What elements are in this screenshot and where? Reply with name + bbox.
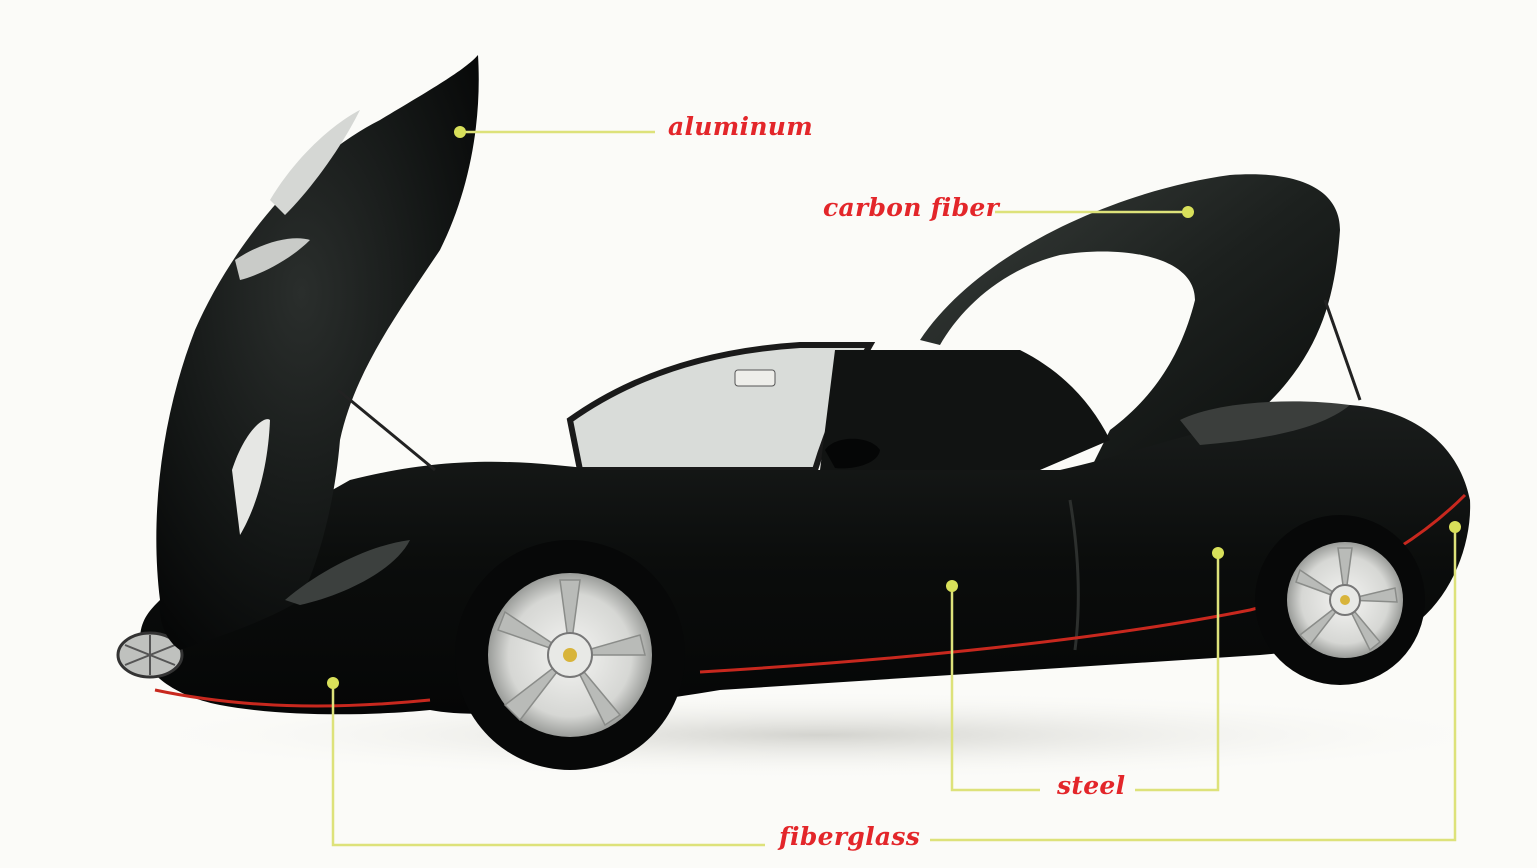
rear-wheel [1255, 515, 1425, 685]
marker-dot-steel-door-front [946, 580, 958, 592]
marker-dots [327, 126, 1461, 689]
marker-dot-aluminum [454, 126, 466, 138]
marker-dot-steel-door-rear [1212, 547, 1224, 559]
headlamp [285, 540, 410, 605]
engine-bay [1180, 401, 1350, 445]
marker-dot-carbon-fiber [1182, 206, 1194, 218]
leader-line-fiberglass-right [930, 527, 1457, 842]
canopy-strut [1323, 299, 1362, 401]
leader-lines [331, 130, 1457, 847]
marker-dot-fiberglass-rear [1449, 521, 1461, 533]
side-window [820, 350, 1110, 470]
hood-vent-lower [232, 419, 270, 535]
label-fiberglass: fiberglass [779, 822, 921, 851]
side-mirror [825, 438, 880, 469]
hood-strut [337, 388, 436, 472]
label-steel: steel [1057, 771, 1126, 800]
leader-line-steel-left [950, 586, 1040, 792]
label-aluminum: aluminum [668, 112, 814, 141]
leader-line-fiberglass-left [331, 683, 765, 847]
door-seam [1068, 499, 1080, 651]
grille-mesh [124, 635, 176, 675]
hood-vent-middle [235, 238, 310, 280]
leader-line-steel-right [1135, 553, 1220, 792]
hood-vent-upper [270, 110, 360, 215]
rear-view-mirror [734, 369, 776, 387]
marker-dot-fiberglass-front [327, 677, 339, 689]
label-carbon-fiber: carbon fiber [823, 193, 1000, 222]
front-wheel [455, 540, 685, 770]
